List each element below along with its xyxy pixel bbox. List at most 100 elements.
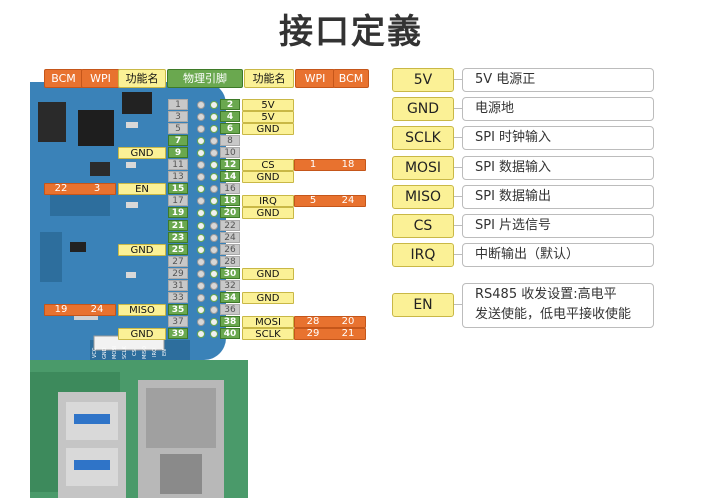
board-label: EN xyxy=(162,349,168,357)
pin-dot xyxy=(210,233,218,242)
legend-connector xyxy=(454,254,462,255)
bcm-value: 18 xyxy=(341,159,355,171)
pin-row-bar xyxy=(294,159,366,172)
pin-34: 34 xyxy=(220,291,240,303)
board-label: MISO xyxy=(142,346,148,360)
wpi-value: 24 xyxy=(90,303,104,315)
pin-dot xyxy=(197,137,205,146)
pin-function: GND xyxy=(242,267,294,280)
legend-description: 中断输出（默认） xyxy=(462,243,654,267)
pin-dot xyxy=(210,317,218,326)
legend-key: IRQ xyxy=(392,243,454,267)
header-wpi: WPI xyxy=(81,69,120,88)
legend-connector xyxy=(454,79,462,80)
legend-key: MOSI xyxy=(392,156,454,180)
pin-1: 1 xyxy=(168,99,188,110)
pin-dot xyxy=(210,245,218,254)
pin-dot xyxy=(210,161,218,170)
pin-14: 14 xyxy=(220,171,240,183)
pin-dot xyxy=(197,233,205,242)
legend-key: SCLK xyxy=(392,126,454,150)
wpi-value: 3 xyxy=(93,183,101,195)
pin-dot xyxy=(210,173,218,182)
pin-function: GND xyxy=(242,207,294,220)
pin-dot xyxy=(210,125,218,134)
pin-function: MOSI xyxy=(242,315,294,328)
pin-dot xyxy=(197,221,205,230)
pin-12: 12 xyxy=(220,159,240,171)
board-label: MOSI xyxy=(112,346,118,360)
pin-3: 3 xyxy=(168,111,188,123)
pin-function: GND xyxy=(118,327,166,340)
header-功能名: 功能名 xyxy=(118,69,166,88)
pin-dot xyxy=(210,293,218,302)
pin-dot xyxy=(210,221,218,230)
pin-row-bar xyxy=(294,195,366,208)
pin-11: 11 xyxy=(168,159,188,171)
pin-function: GND xyxy=(118,147,166,160)
pin-21: 21 xyxy=(168,219,188,231)
legend-connector xyxy=(454,137,462,138)
legend-connector xyxy=(454,108,462,109)
pin-dot xyxy=(197,269,205,278)
pin-function: 5V xyxy=(242,111,294,124)
legend-description: SPI 数据输出 xyxy=(462,185,654,209)
pin-row-bar xyxy=(44,303,116,316)
pin-dot xyxy=(210,149,218,158)
pin-27: 27 xyxy=(168,255,188,267)
pin-dot xyxy=(197,197,205,206)
pin-30: 30 xyxy=(220,267,240,279)
bcm-value: 19 xyxy=(54,303,68,315)
legend-key: MISO xyxy=(392,185,454,209)
pin-26: 26 xyxy=(220,243,240,255)
pin-5: 5 xyxy=(168,123,188,135)
pin-23: 23 xyxy=(168,231,188,243)
pin-function: MISO xyxy=(118,303,166,316)
pin-dot xyxy=(210,257,218,266)
pin-row-bar xyxy=(294,315,366,328)
bcm-value: 24 xyxy=(341,195,355,207)
board-label: SCLK xyxy=(122,346,128,360)
pin-9: 9 xyxy=(168,147,188,159)
pin-dot xyxy=(210,185,218,194)
pin-28: 28 xyxy=(220,255,240,267)
pin-dot xyxy=(197,185,205,194)
pin-dot xyxy=(210,269,218,278)
pin-dot xyxy=(210,113,218,122)
pin-function: CS xyxy=(242,159,294,172)
pin-10: 10 xyxy=(220,147,240,159)
pin-dot xyxy=(197,209,205,218)
pin-dot xyxy=(210,197,218,206)
pin-39: 39 xyxy=(168,327,188,339)
pin-4: 4 xyxy=(220,111,240,123)
pin-dot xyxy=(197,245,205,254)
pin-dot xyxy=(210,281,218,290)
pin-40: 40 xyxy=(220,327,240,339)
pin-dot xyxy=(197,305,205,314)
pin-6: 6 xyxy=(220,123,240,135)
legend-key: GND xyxy=(392,97,454,121)
pin-19: 19 xyxy=(168,207,188,219)
header-功能名: 功能名 xyxy=(244,69,294,88)
legend-key: 5V xyxy=(392,68,454,92)
pin-dot xyxy=(210,101,218,109)
pin-15: 15 xyxy=(168,183,188,195)
wpi-value: 29 xyxy=(306,327,320,339)
pin-22: 22 xyxy=(220,219,240,231)
pin-36: 36 xyxy=(220,303,240,315)
legend-description: RS485 收发设置:高电平发送使能，低电平接收使能 xyxy=(462,283,654,328)
pin-18: 18 xyxy=(220,195,240,207)
pin-13: 13 xyxy=(168,171,188,183)
pin-function: GND xyxy=(118,243,166,256)
legend-description: SPI 时钟输入 xyxy=(462,126,654,150)
bcm-value: 21 xyxy=(341,327,355,339)
wpi-value: 28 xyxy=(306,315,320,327)
pin-8: 8 xyxy=(220,135,240,147)
legend-connector xyxy=(454,196,462,197)
wpi-value: 5 xyxy=(309,195,317,207)
pin-dot xyxy=(197,257,205,266)
pin-dot xyxy=(197,113,205,122)
pin-function: SCLK xyxy=(242,327,294,340)
header-wpi: WPI xyxy=(295,69,335,88)
pin-function: 5V xyxy=(242,99,294,111)
